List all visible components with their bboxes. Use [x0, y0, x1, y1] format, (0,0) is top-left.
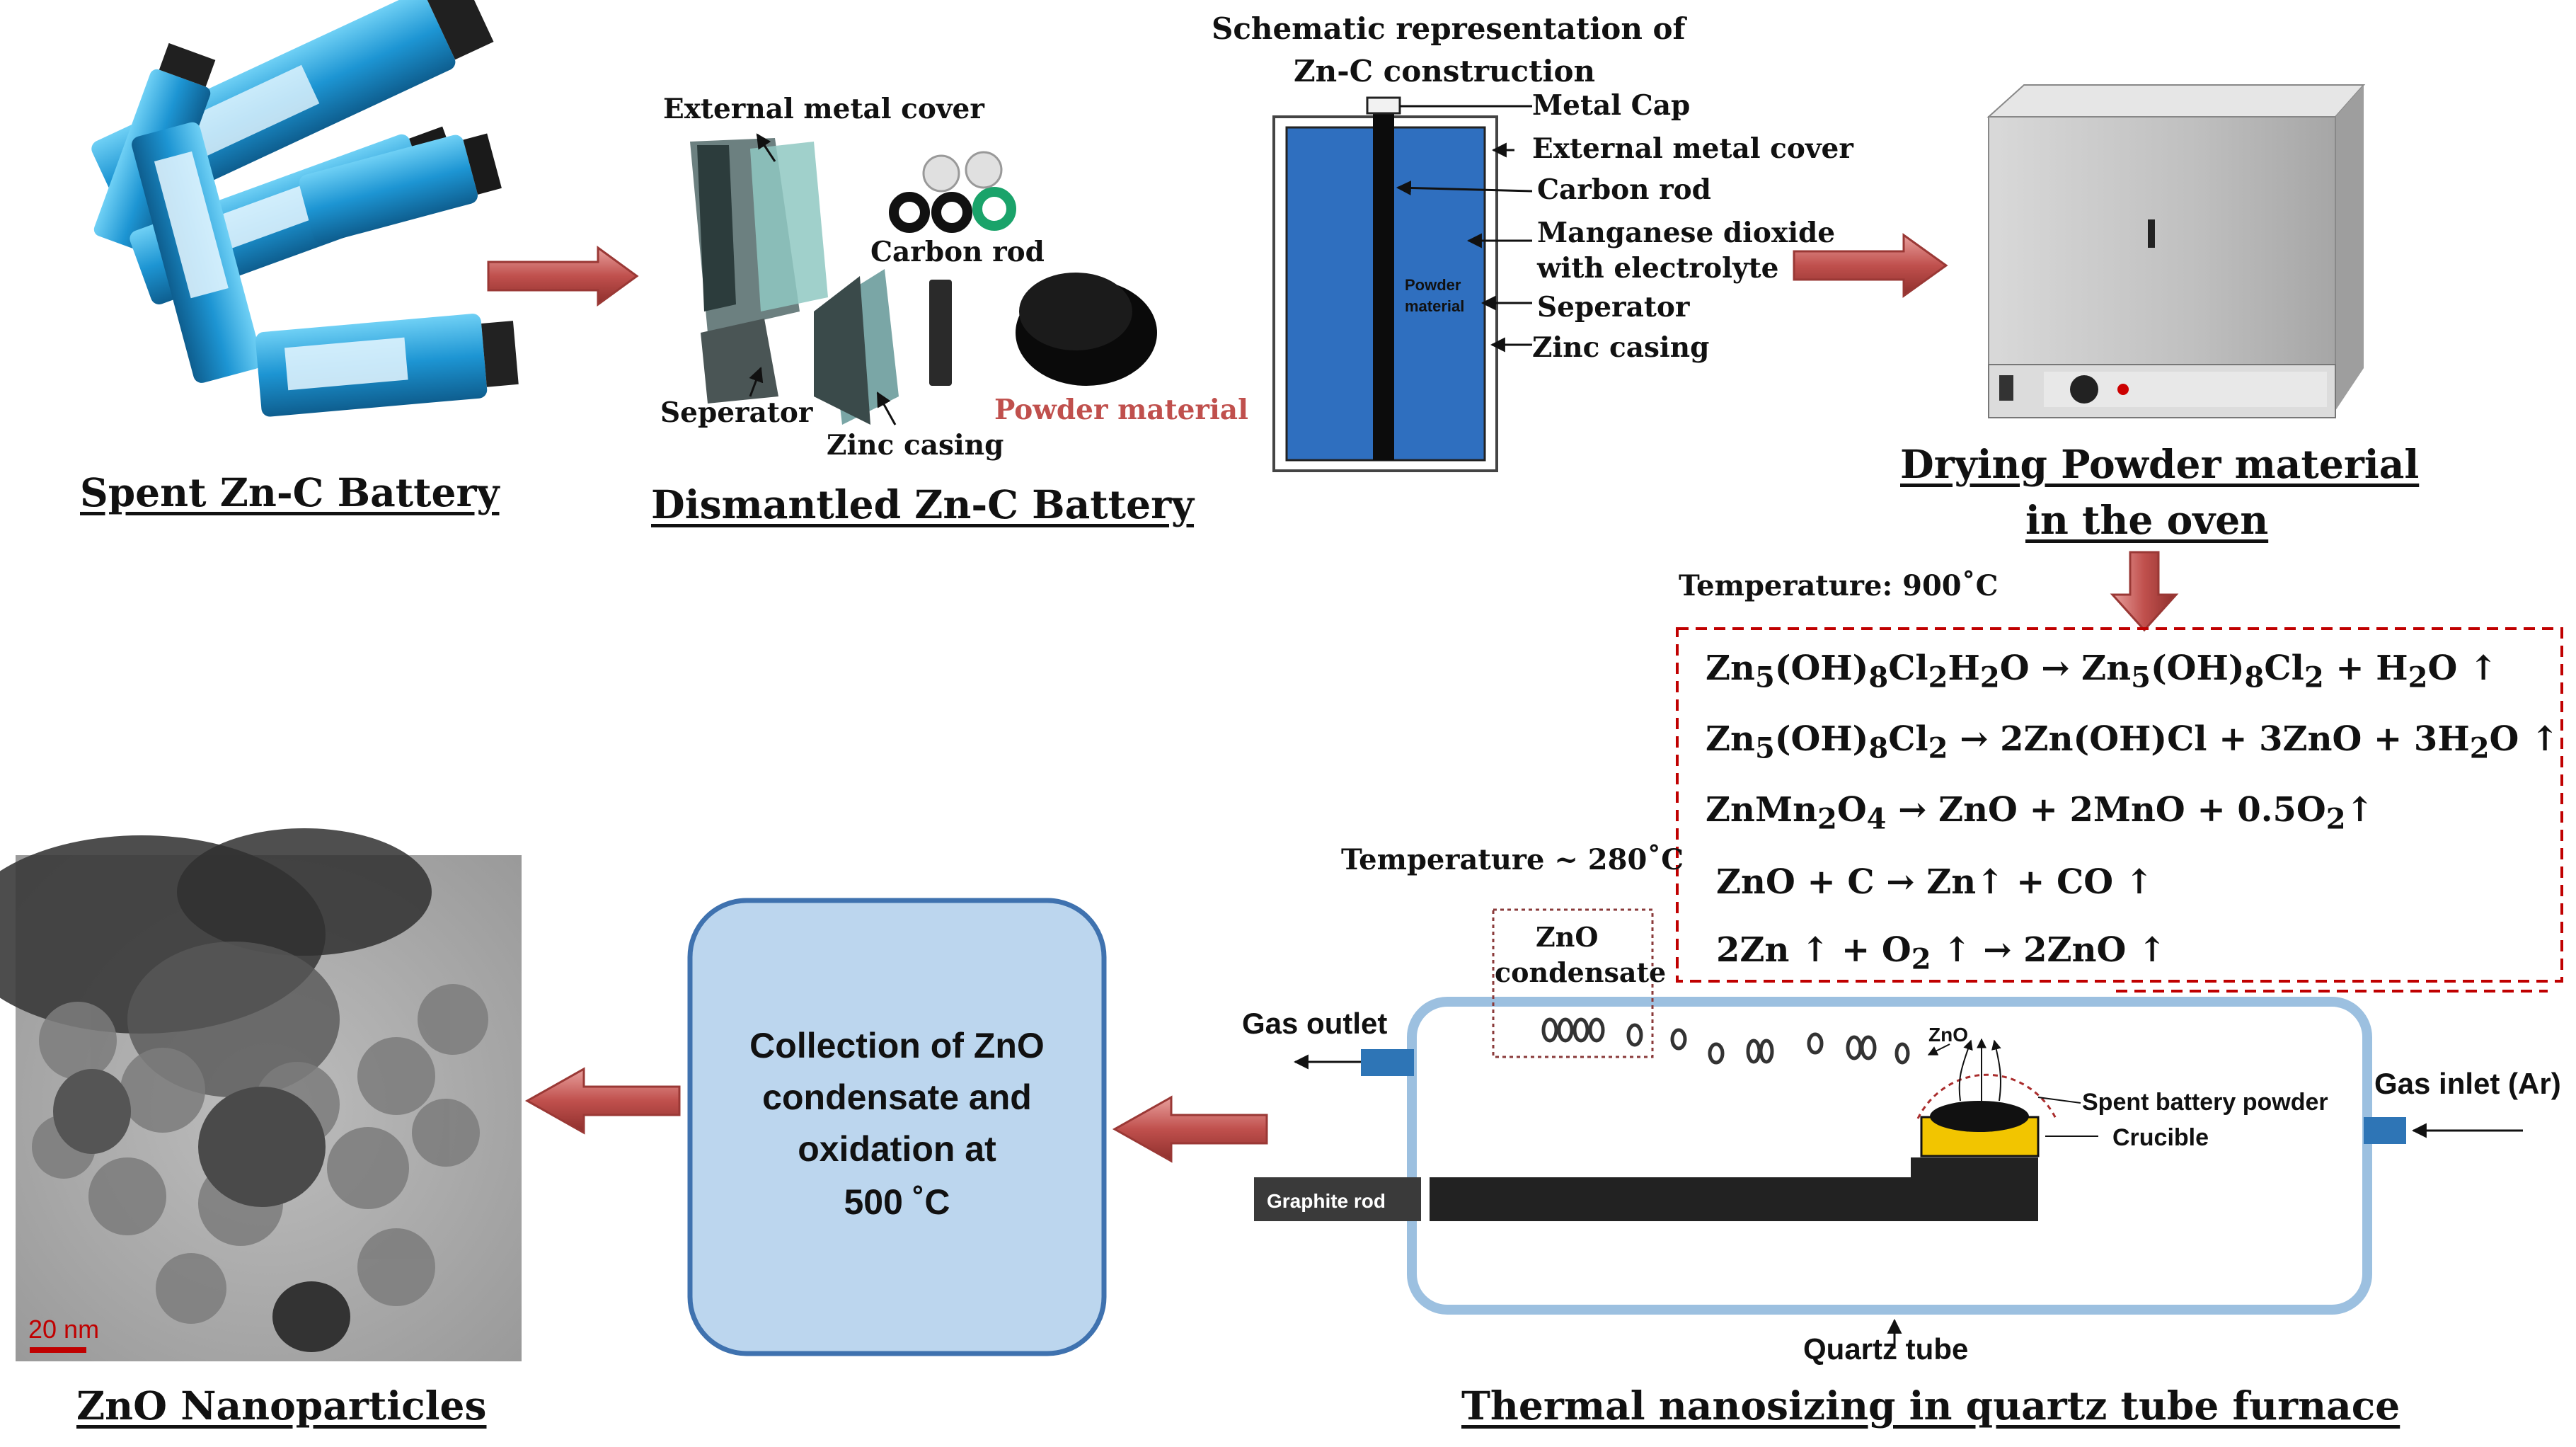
graphite-rod-label: Graphite rod [1267, 1190, 1386, 1212]
oven-photo [1986, 84, 2366, 418]
spent-battery-caption: Spent Zn-C Battery [80, 469, 500, 515]
quartz-furnace [1254, 908, 2548, 1349]
schematic-title-line2: Zn-C construction [1294, 54, 1595, 88]
crucible-label: Crucible [2112, 1124, 2209, 1151]
equation-2: Zn5(OH)8Cl2 → 2Zn(OH)Cl + 3ZnO + 3H2O ↑ [1706, 719, 2560, 765]
collection-line2: condensate and [762, 1077, 1032, 1117]
scale-bar-label: 20 nm [28, 1315, 100, 1344]
nanoparticles-caption: ZnO Nanoparticles [76, 1383, 487, 1429]
zno-small-label: ZnO [1928, 1024, 1968, 1046]
collection-line4: 500 ˚C [844, 1182, 950, 1222]
equation-3: ZnMn2O4 → ZnO + 2MnO + 0.5O2↑ [1706, 790, 2374, 836]
collection-line3: oxidation at [798, 1129, 996, 1169]
zno-condensate-line1: ZnO [1536, 921, 1599, 953]
label-external-metal-cover: External metal cover [663, 93, 984, 125]
collection-box [687, 898, 1107, 1356]
schematic-inner-line2: material [1405, 297, 1465, 315]
spent-battery-photo [91, 0, 519, 417]
dismantled-battery-photo [690, 133, 1157, 425]
schematic-title-line1: Schematic representation of [1212, 11, 1686, 46]
quartz-tube-label: Quartz tube [1803, 1332, 1969, 1366]
reaction-box [1676, 627, 2563, 983]
spent-battery-powder-label: Spent battery powder [2082, 1089, 2328, 1116]
reaction-temperature: Temperature: 900˚C [1679, 569, 1999, 602]
label-seperator: Seperator [660, 396, 813, 429]
zno-condensate-line2: condensate [1495, 956, 1667, 988]
oven-caption-line1: Drying Powder material [1900, 441, 2420, 487]
furnace-caption: Thermal nanosizing in quartz tube furnac… [1461, 1383, 2400, 1429]
label-carbon-rod: Carbon rod [870, 236, 1045, 268]
equation-4: ZnO + C → Zn↑ + CO ↑ [1716, 862, 2154, 902]
label-zinc-casing: Zinc casing [827, 429, 1004, 462]
equation-1: Zn5(OH)8Cl2H2O → Zn5(OH)8Cl2 + H2O ↑ [1706, 648, 2498, 694]
schematic-label-metal-cap: Metal Cap [1532, 89, 1691, 122]
zn-c-schematic [1272, 96, 1533, 472]
collection-line1: Collection of ZnO [749, 1026, 1045, 1065]
arrow-3 [2110, 551, 2179, 632]
arrow-4 [1112, 1095, 1268, 1163]
arrow-1 [487, 246, 639, 307]
schematic-label-external-metal-cover: External metal cover [1532, 132, 1853, 165]
gas-inlet-label: Gas inlet (Ar) [2374, 1067, 2561, 1100]
schematic-label-manganese-line2: with electrolyte [1537, 252, 1779, 285]
schematic-label-seperator: Seperator [1537, 291, 1690, 324]
tem-image [0, 828, 522, 1361]
arrow-5 [524, 1067, 681, 1135]
schematic-label-manganese-line1: Manganese dioxide [1537, 217, 1836, 249]
oven-caption-line2: in the oven [2025, 497, 2269, 543]
arrow-2 [1793, 233, 1948, 298]
dismantled-battery-caption: Dismantled Zn-C Battery [651, 481, 1195, 527]
gas-outlet-label: Gas outlet [1242, 1007, 1388, 1040]
furnace-temperature: Temperature ~ 280˚C [1341, 843, 1684, 876]
equation-5: 2Zn ↑ + O2 ↑ → 2ZnO ↑ [1716, 930, 2167, 976]
schematic-inner-line1: Powder [1405, 276, 1461, 294]
label-powder-material: Powder material [994, 394, 1248, 426]
schematic-label-carbon-rod: Carbon rod [1537, 173, 1711, 206]
schematic-label-zinc-casing: Zinc casing [1532, 331, 1710, 364]
